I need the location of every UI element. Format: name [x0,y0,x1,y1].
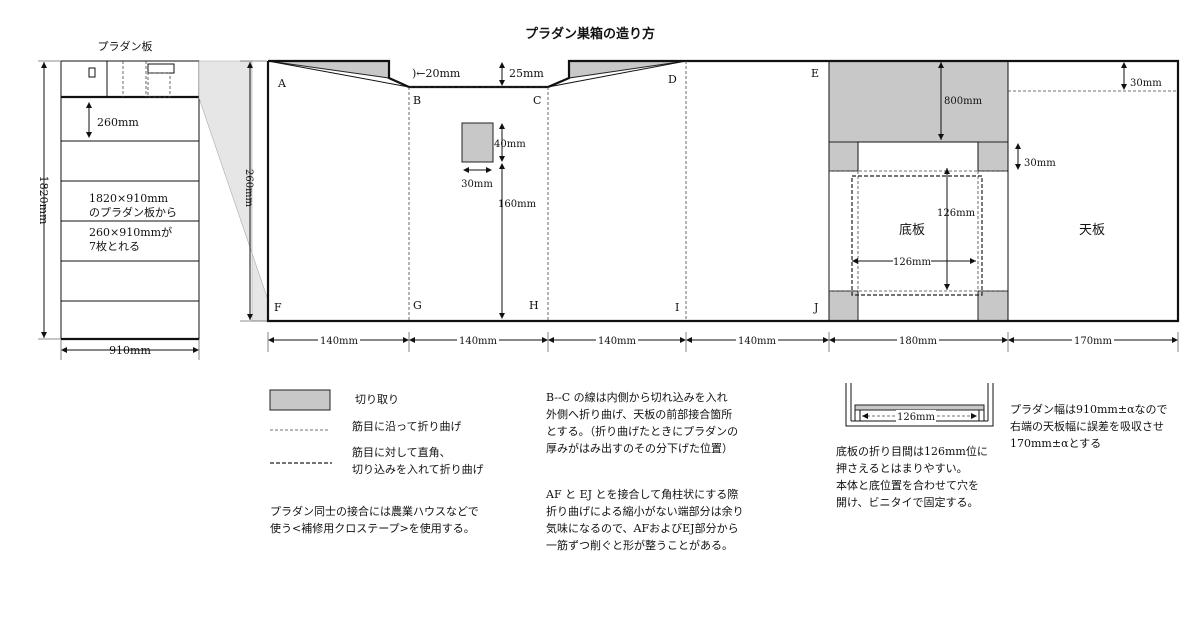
width-note: プラダン幅は910mm±αなので 右端の天板幅に誤差を吸収させ 170mm±αと… [1010,402,1168,450]
dim-20mm: )←20mm [412,67,461,80]
main-outline [266,59,1180,323]
width-note-2: 右端の天板幅に誤差を吸収させ [1010,419,1164,433]
width-dim-3: 140mm [598,336,637,347]
board-note-2: のプラダン板から [89,205,177,219]
point-d: D [668,73,677,86]
note-af-1: AF と EJ とを接合して角柱状にする際 [545,487,738,501]
notes-af: AF と EJ とを接合して角柱状にする際 折り曲げによる縮小がない端部分は余り… [545,487,744,552]
dim-30mm-top: 30mm [1130,78,1162,89]
note-bc-4: 厚みがはみ出すのその分下げた位置） [546,441,733,455]
board-label: プラダン板 [98,39,153,53]
main-layout: A B C D E F G H I J 260mm )←20mm 25mm 40… [240,59,1180,352]
fold-detail-dim: 126mm [897,412,936,423]
dim-30mm-hole: 30mm [461,179,493,190]
entrance-hole [461,122,494,163]
board-note-4: 7枚とれる [89,239,140,253]
cut-area-corner-tr [977,141,1009,172]
legend-fold-cross-2: 切り込みを入れて折り曲げ [352,462,484,476]
point-c: C [533,94,541,107]
width-dim-4: 140mm [738,336,777,347]
fold-note-2: 押さえるとはまりやすい。 [836,461,968,475]
note-bc-3: とする。（折り曲げたときにプラダンの [546,424,738,438]
dim-40mm: 40mm [494,139,526,150]
board-note-3: 260×910mmが [89,225,172,239]
note-bc-2: 外側へ折り曲げ、天板の前部接合箇所 [546,407,732,421]
cut-area-corner-bl [828,290,859,322]
width-dim-1: 140mm [320,336,359,347]
point-b: B [413,94,421,107]
bottom-panel-label: 底板 [899,222,925,238]
dim-126mm-h: 126mm [893,257,932,268]
fold-note-1: 底板の折り目間は126mm位に [836,444,988,458]
width-note-1: プラダン幅は910mm±αなので [1010,402,1168,416]
note-af-4: 一筋ずつ削ぐと形が整うことがある。 [546,538,733,552]
board-strip-label: 260mm [97,116,139,129]
point-j: J [813,301,818,314]
dim-126mm-v: 126mm [937,208,976,219]
point-e: E [811,67,819,80]
dim-160mm: 160mm [498,199,537,210]
dim-800mm: 800mm [944,96,983,107]
fold-note-4: 開け、ビニタイで固定する。 [836,495,978,509]
board-note-1: 1820×910mm [89,192,169,205]
notes-bc: B--C の線は内側から切れ込みを入れ 外側へ折り曲げ、天板の前部接合箇所 とす… [546,390,738,455]
legend-tape-2: 使う<補修用クロステープ>を使用する。 [270,521,475,535]
fold-note-3: 本体と底位置を合わせて穴を [836,478,979,492]
width-dim-5: 180mm [899,336,938,347]
note-af-3: 気味になるので、AFおよびEJ部分から [546,521,739,535]
cut-area-corner-tl [828,141,859,172]
dim-30mm-side: 30mm [1024,158,1056,169]
board-height-label: 1820mm [37,176,50,225]
fold-detail-drawing: 126mm 底板の折り目間は126mm位に 押さえるとはまりやすい。 本体と底位… [836,383,994,509]
page-title: プラダン巣箱の造り方 [525,26,655,42]
point-g: G [413,299,422,312]
main-height-label: 260mm [243,169,254,208]
width-dim-6: 170mm [1074,336,1113,347]
point-h: H [529,299,539,312]
legend-cut-label: 切り取り [355,393,399,406]
note-bc-1: B--C の線は内側から切れ込みを入れ [546,390,728,404]
legend-cut-swatch [269,389,331,411]
legend: 切り取り 筋目に沿って折り曲げ 筋目に対して直角、 切り込みを入れて折り曲げ プ… [269,389,484,535]
point-i: I [675,301,679,314]
width-dim-2: 140mm [459,336,498,347]
board-drawing: プラダン板 260mm 1820×910mm のプラダン板から 260×910m… [37,39,200,360]
legend-fold-along-label: 筋目に沿って折り曲げ [352,419,461,433]
width-note-3: 170mm±αとする [1010,437,1101,450]
legend-tape-1: プラダン同士の接合には農業ハウスなどで [270,504,479,518]
point-a: A [277,77,287,90]
top-panel-label: 天板 [1079,223,1105,238]
cut-area-left-slope [267,60,390,79]
legend-fold-cross-1: 筋目に対して直角、 [352,445,451,459]
dim-25mm: 25mm [509,67,544,80]
zoom-connector [198,60,269,322]
note-af-2: 折り曲げによる縮小がない端部分は余り [546,504,744,518]
cut-area-top-block [829,61,1008,142]
board-width-label: 910mm [109,344,151,357]
point-f: F [274,301,282,314]
cut-area-corner-br [977,290,1009,322]
